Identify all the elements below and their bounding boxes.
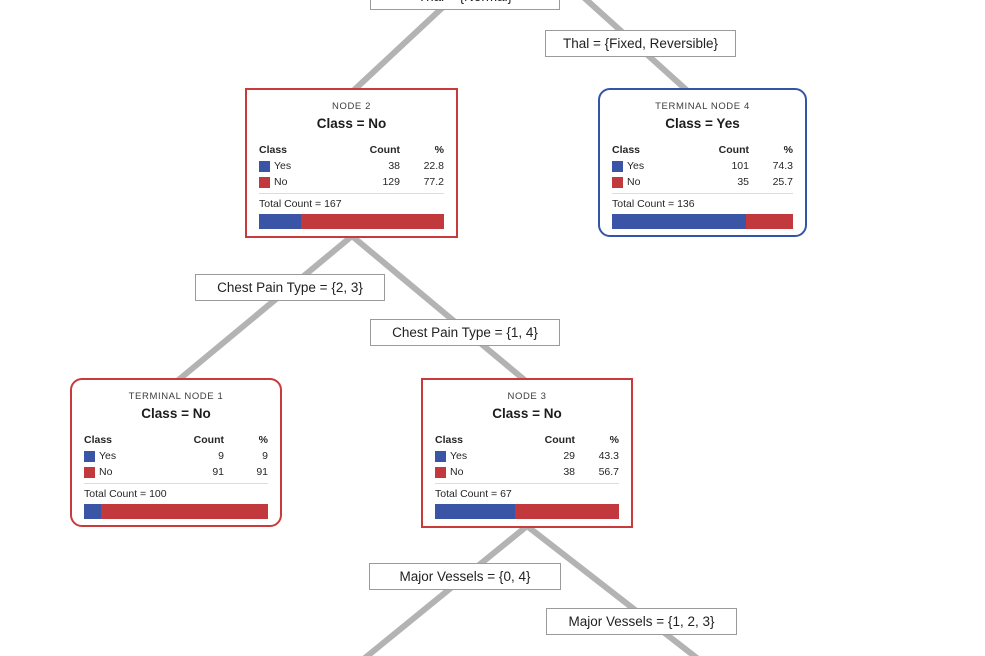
- edge-node2-to-node3: [350, 233, 529, 385]
- node-title: TERMINAL NODE 4: [655, 101, 750, 112]
- class-row-yes: Yes 38 22.8: [259, 158, 444, 174]
- row-label: No: [99, 466, 113, 478]
- bar-no-segment: [514, 504, 619, 519]
- row-label: No: [450, 466, 464, 478]
- header-count: Count: [193, 434, 224, 446]
- branch-label-major-vessels-1-2-3: Major Vessels = {1, 2, 3}: [546, 608, 737, 635]
- bar-yes-segment: [612, 214, 747, 229]
- table-header-row: Class Count %: [84, 432, 268, 448]
- terminal-node-1-card[interactable]: TERMINAL NODE 1 Class = No Class Count %…: [70, 378, 282, 527]
- node-2-card[interactable]: NODE 2 Class = No Class Count % Yes 38 2…: [245, 88, 458, 238]
- row-count: 101: [731, 160, 749, 172]
- branch-label-thal-normal: Thal = {Normal}: [370, 0, 560, 10]
- yes-legend-swatch: [84, 450, 95, 462]
- header-class: Class: [435, 434, 464, 446]
- branch-label-chest-pain-1-4: Chest Pain Type = {1, 4}: [370, 319, 560, 346]
- yes-legend-swatch: [259, 160, 270, 172]
- row-pct: 9: [262, 450, 268, 462]
- edge-node2-to-terminal1: [174, 233, 354, 385]
- distribution-bar: [435, 504, 619, 519]
- header-class: Class: [259, 144, 288, 156]
- header-count: Count: [544, 434, 575, 446]
- no-legend-swatch: [612, 176, 623, 188]
- class-row-no: No 129 77.2: [259, 174, 444, 190]
- header-class: Class: [84, 434, 113, 446]
- branch-label-major-vessels-0-4: Major Vessels = {0, 4}: [369, 563, 561, 590]
- branch-label-thal-fixed-reversible: Thal = {Fixed, Reversible}: [545, 30, 736, 57]
- class-row-yes: Yes 101 74.3: [612, 158, 793, 174]
- total-count-label: Total Count = 167: [259, 193, 444, 211]
- row-label: Yes: [99, 450, 117, 462]
- class-row-no: No 38 56.7: [435, 464, 619, 480]
- row-label: No: [627, 176, 641, 188]
- node-class-label: Class = No: [141, 406, 211, 421]
- row-label: Yes: [450, 450, 468, 462]
- distribution-bar: [84, 504, 268, 519]
- class-row-yes: Yes 9 9: [84, 448, 268, 464]
- table-header-row: Class Count %: [259, 142, 444, 158]
- row-count: 35: [737, 176, 749, 188]
- edge-root-to-node2: [349, 0, 455, 95]
- bar-yes-segment: [84, 504, 101, 519]
- class-row-no: No 35 25.7: [612, 174, 793, 190]
- node-title: TERMINAL NODE 1: [128, 391, 224, 402]
- class-row-no: No 91 91: [84, 464, 268, 480]
- header-pct: %: [434, 144, 444, 156]
- distribution-bar: [612, 214, 793, 229]
- yes-legend-swatch: [612, 160, 623, 172]
- header-pct: %: [783, 144, 793, 156]
- row-pct: 77.2: [423, 176, 444, 188]
- yes-legend-swatch: [435, 450, 446, 462]
- total-count-label: Total Count = 136: [612, 193, 793, 211]
- node-title: NODE 3: [507, 391, 547, 402]
- edge-node3-left-child: [362, 523, 529, 656]
- row-count: 9: [218, 450, 224, 462]
- row-pct: 74.3: [772, 160, 793, 172]
- terminal-node-4-card[interactable]: TERMINAL NODE 4 Class = Yes Class Count …: [598, 88, 807, 237]
- node-class-label: Class = No: [316, 116, 387, 131]
- row-label: No: [274, 176, 288, 188]
- row-pct: 56.7: [598, 466, 619, 478]
- header-pct: %: [258, 434, 268, 446]
- no-legend-swatch: [84, 466, 95, 478]
- bar-no-segment: [746, 214, 793, 229]
- header-class: Class: [612, 144, 641, 156]
- header-count: Count: [369, 144, 400, 156]
- bar-yes-segment: [259, 214, 302, 229]
- bar-no-segment: [100, 504, 268, 519]
- node-title: NODE 2: [332, 101, 371, 112]
- bar-yes-segment: [435, 504, 515, 519]
- row-count: 91: [212, 466, 224, 478]
- node-class-label: Class = Yes: [665, 116, 740, 131]
- node-3-card[interactable]: NODE 3 Class = No Class Count % Yes 29 4…: [421, 378, 633, 528]
- row-count: 38: [388, 160, 400, 172]
- row-pct: 22.8: [423, 160, 444, 172]
- edge-node3-right-child: [525, 523, 700, 656]
- row-count: 129: [382, 176, 400, 188]
- row-count: 38: [563, 466, 575, 478]
- class-row-yes: Yes 29 43.3: [435, 448, 619, 464]
- distribution-bar: [259, 214, 444, 229]
- node-class-label: Class = No: [492, 406, 562, 421]
- row-count: 29: [563, 450, 575, 462]
- bar-no-segment: [301, 214, 444, 229]
- header-count: Count: [718, 144, 749, 156]
- row-label: Yes: [274, 160, 292, 172]
- no-legend-swatch: [435, 466, 446, 478]
- table-header-row: Class Count %: [612, 142, 793, 158]
- header-pct: %: [609, 434, 619, 446]
- total-count-label: Total Count = 67: [435, 483, 619, 501]
- table-header-row: Class Count %: [435, 432, 619, 448]
- branch-label-chest-pain-2-3: Chest Pain Type = {2, 3}: [195, 274, 385, 301]
- row-label: Yes: [627, 160, 645, 172]
- total-count-label: Total Count = 100: [84, 483, 268, 501]
- no-legend-swatch: [259, 176, 270, 188]
- row-pct: 25.7: [772, 176, 793, 188]
- row-pct: 43.3: [598, 450, 619, 462]
- row-pct: 91: [256, 466, 268, 478]
